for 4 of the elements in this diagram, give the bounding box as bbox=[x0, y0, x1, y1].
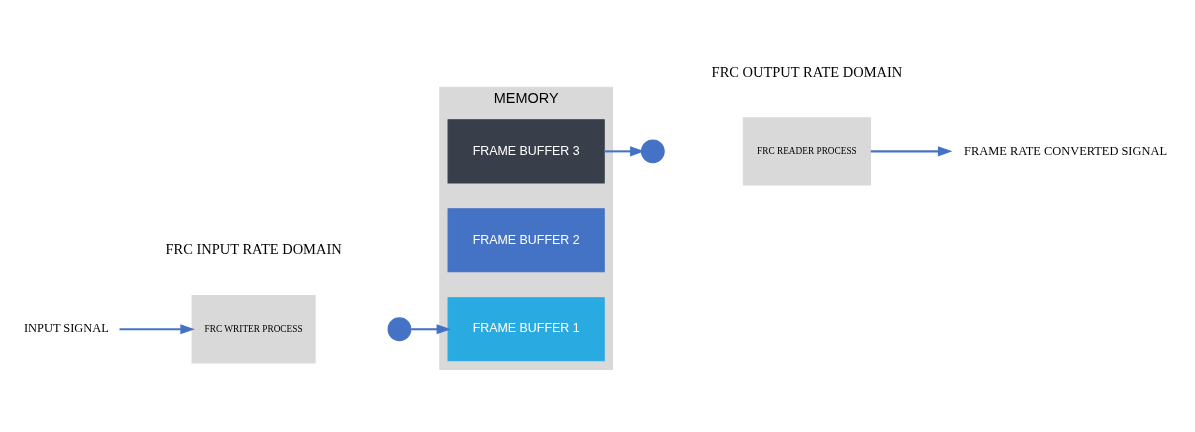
node-text: FRAME RATE CONVERTED SIGNAL bbox=[964, 143, 1167, 158]
node-text: INPUT SIGNAL bbox=[23, 321, 109, 336]
label: FRC OUTPUT RATE DOMAIN bbox=[711, 63, 903, 80]
label: FRC INPUT RATE DOMAIN bbox=[165, 241, 342, 258]
